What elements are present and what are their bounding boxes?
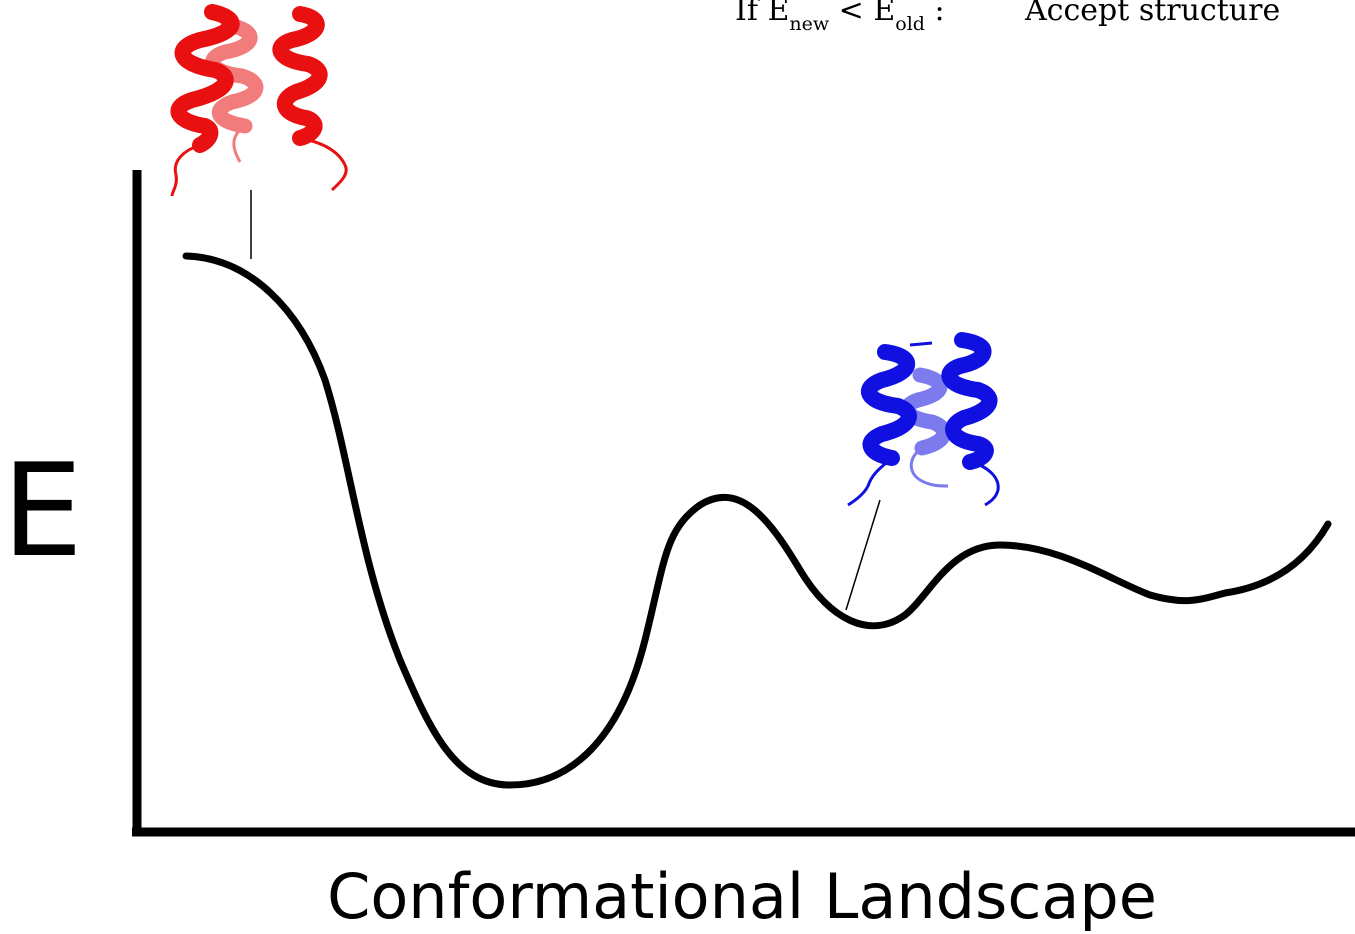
start-helix-3	[272, 6, 348, 192]
rule-action: Accept structure	[1024, 0, 1280, 28]
energy-curve	[182, 252, 1332, 789]
acceptance-rule: If Enew < Eold :	[735, 0, 945, 35]
accepted-helix-2	[899, 367, 952, 488]
rule-old-subscript: old	[895, 13, 925, 35]
y-axis-label: E	[2, 437, 83, 586]
rule-prefix: If E	[735, 0, 789, 28]
accepted-helix-3	[941, 332, 1000, 507]
rule-new-subscript: new	[789, 13, 829, 35]
rule-less-than: < E	[829, 0, 895, 28]
start-structure-protein	[170, 4, 348, 197]
start-helix-2	[205, 17, 264, 163]
accepted-structure-protein	[847, 332, 1000, 507]
rule-colon: :	[925, 0, 945, 28]
x-axis-label: Conformational Landscape	[327, 860, 1157, 933]
accepted-helix-1	[847, 341, 933, 507]
accepted-structure-leader-line	[845, 499, 881, 611]
